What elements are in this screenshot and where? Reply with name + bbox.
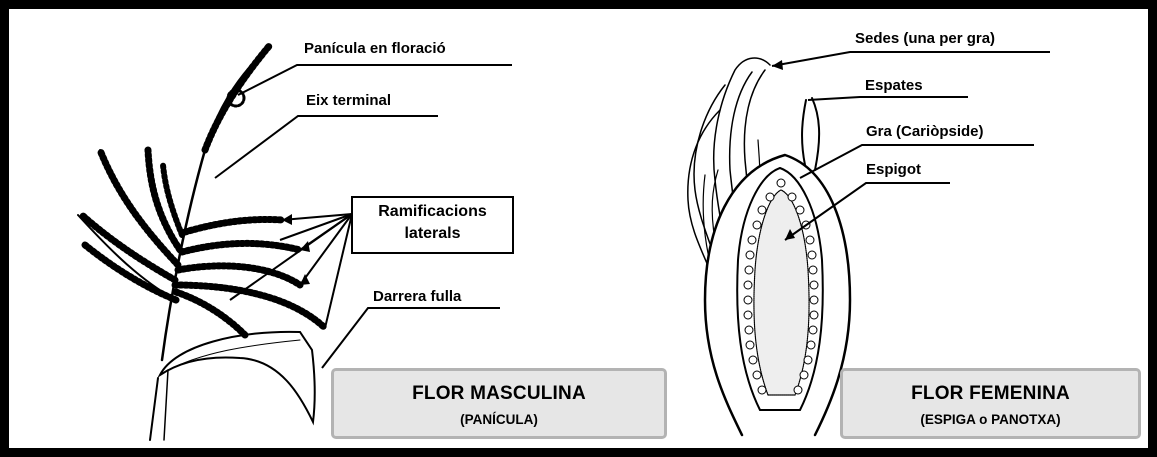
label-espigot: Espigot [866,161,921,179]
male-plant-illustration [78,45,325,440]
male-title-box: FLOR MASCULINA (PANÍCULA) [331,368,667,439]
label-eix-terminal: Eix terminal [306,92,391,110]
last-leaf [160,332,315,422]
label-ramificacions-box: Ramificacions laterals [351,196,514,254]
female-title-box: FLOR FEMENINA (ESPIGA o PANOTXA) [840,368,1141,439]
label-ramificacions-line1: Ramificacions [378,203,486,220]
label-darrera-fulla: Darrera fulla [373,288,461,306]
label-espates: Espates [865,77,923,95]
label-sedes: Sedes (una per gra) [855,30,995,48]
male-subtitle: (PANÍCULA) [334,412,664,427]
male-title: FLOR MASCULINA [334,383,664,405]
female-ear-illustration [688,58,850,435]
female-subtitle: (ESPIGA o PANOTXA) [843,412,1138,427]
female-title: FLOR FEMENINA [843,383,1138,405]
label-gra: Gra (Cariòpside) [866,123,984,141]
label-ramificacions-line2: laterals [404,225,460,242]
label-panicula: Panícula en floració [304,40,446,58]
